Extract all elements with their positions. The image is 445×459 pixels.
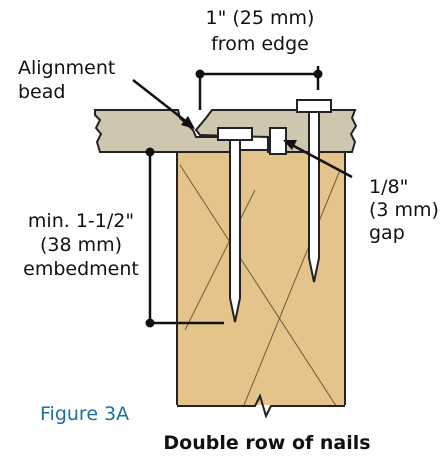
alignment-label-2: bead (18, 81, 65, 103)
figure-label: Figure 3A (40, 403, 129, 425)
alignment-leader-line (132, 79, 189, 124)
gap-label-3: gap (369, 222, 405, 244)
joist-break-mask (170, 405, 352, 435)
edge-dimension-end-right (313, 69, 323, 79)
embedment-end-bottom (145, 318, 155, 328)
figure-caption: Double row of nails (163, 432, 370, 454)
nail-right (296, 99, 332, 283)
embedment-label-2: (38 mm) (40, 234, 122, 256)
embedment-dimension (148, 152, 224, 325)
embedment-label-1: min. 1-1/2" (28, 210, 134, 232)
embedment-label-3: embedment (23, 258, 139, 280)
joist-grain-lines (179, 164, 343, 416)
edge-distance-label-2: from edge (211, 33, 309, 55)
alignment-label-1: Alignment (18, 57, 115, 79)
gap-arrowhead (283, 140, 297, 150)
gap-label-2: (3 mm) (369, 199, 439, 221)
gap-notch (269, 127, 287, 155)
joist-break-line (177, 393, 345, 419)
embedment-end-top (145, 147, 155, 157)
gap-leader-line (291, 143, 353, 179)
edge-dimension-end-left (195, 69, 205, 79)
edge-distance-label-1: 1" (25 mm) (206, 7, 315, 29)
nail-left (217, 127, 253, 323)
gap-label-1: 1/8" (369, 176, 408, 198)
alignment-arrowhead (181, 116, 195, 129)
